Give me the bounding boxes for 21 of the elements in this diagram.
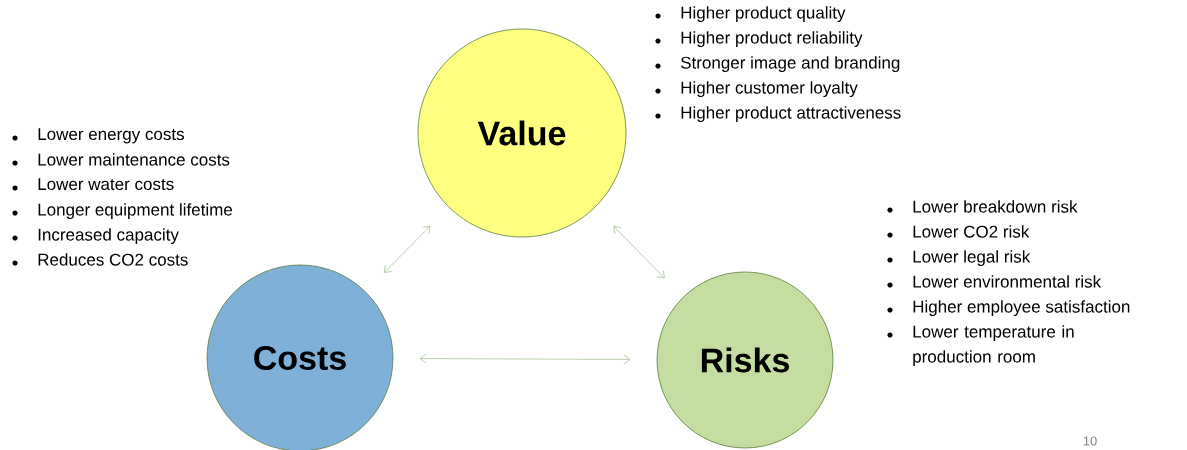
bullet-item: Higher product quality bbox=[655, 6, 846, 23]
bullet-item: Reduces CO2 costs bbox=[12, 253, 188, 266]
arrow bbox=[613, 226, 665, 279]
bullet-item: Higher employee satisfaction bbox=[887, 300, 1130, 317]
bullet-item: Lower CO2 risk bbox=[887, 225, 1030, 238]
bullet-item: Lower legal risk bbox=[887, 250, 1031, 267]
bullet-item: Stronger image and branding bbox=[655, 56, 900, 73]
bullet-item: Longer equipment lifetime bbox=[12, 203, 233, 220]
bullet-item: Lower energy costs bbox=[12, 128, 184, 144]
bullet-item: Lower environmental risk bbox=[887, 275, 1102, 288]
bullet-item: Lower water costs bbox=[12, 178, 174, 191]
arrow bbox=[383, 225, 431, 273]
bullet-item: Higher product reliability bbox=[655, 31, 863, 48]
bullet-item: Lower breakdown risk bbox=[887, 200, 1078, 213]
bullet-item: Higher product attractiveness bbox=[655, 106, 901, 123]
bullet-item: Higher customer loyalty bbox=[655, 81, 858, 98]
bullet-item: Increased capacity bbox=[12, 228, 179, 245]
page-number: 10 bbox=[1083, 436, 1097, 446]
bullet-item: Lower maintenance costs bbox=[12, 153, 230, 166]
bullet-item: Lower temperature in production room bbox=[887, 325, 1074, 367]
arrow bbox=[419, 353, 631, 365]
